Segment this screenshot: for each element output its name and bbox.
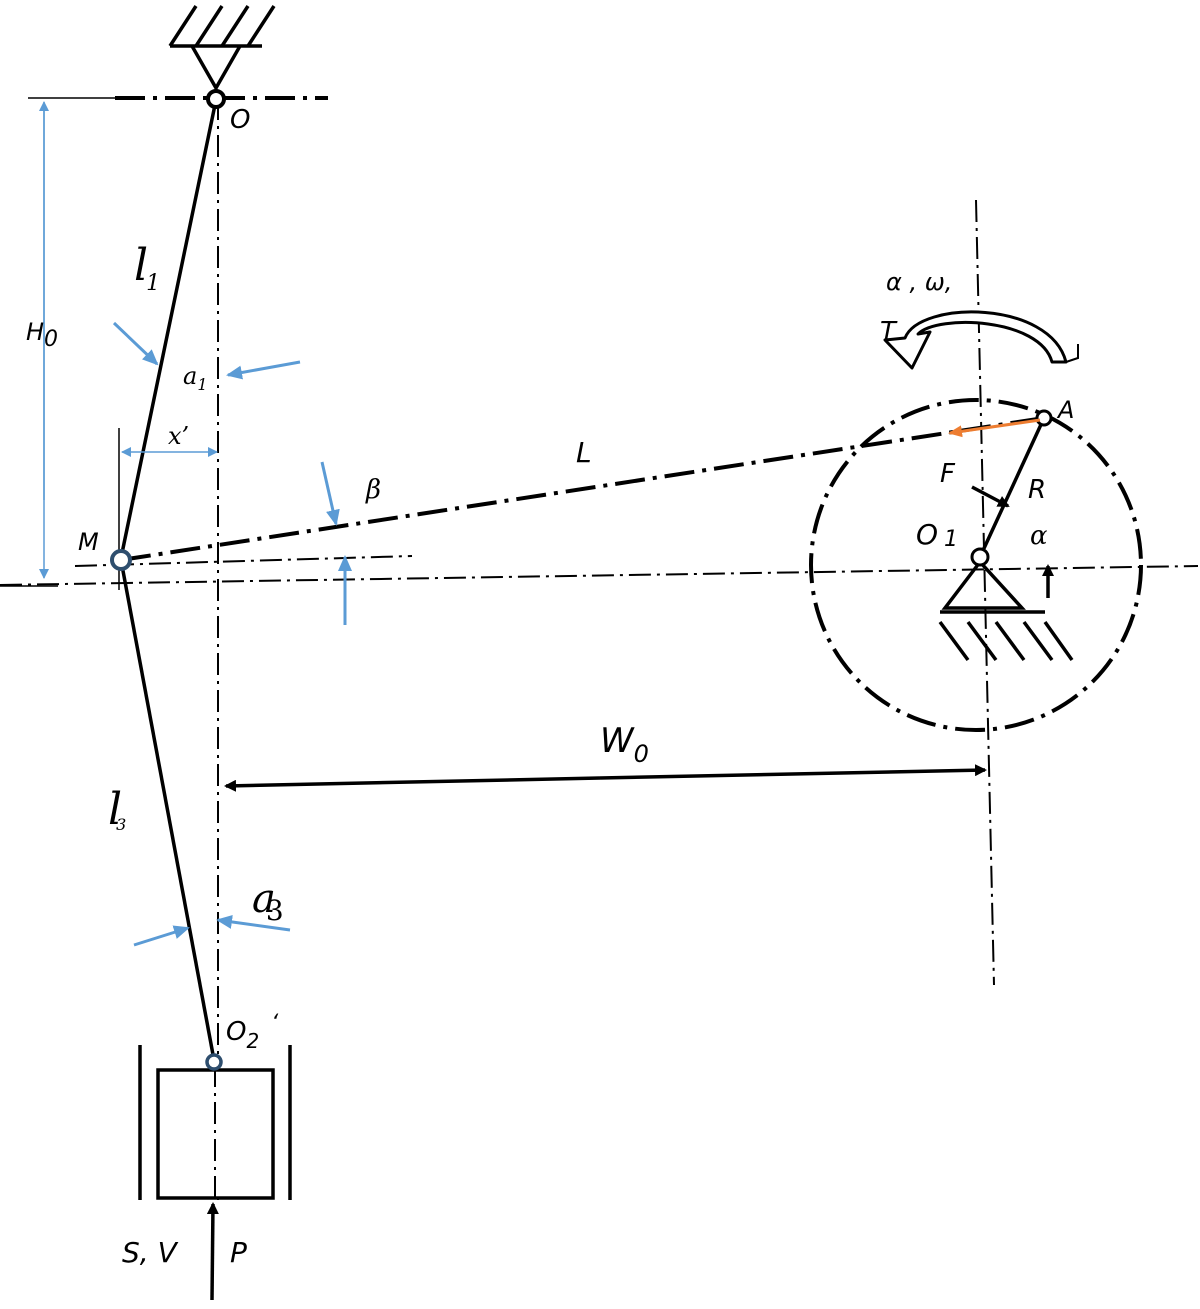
- label-torque: T: [880, 317, 898, 347]
- joint-m: [110, 549, 132, 571]
- pivot-o: [206, 89, 226, 109]
- crank-ground-support: [938, 559, 1074, 662]
- joint-a: [1035, 409, 1053, 427]
- joint-o2: [205, 1053, 223, 1071]
- w0-dimension-line: [224, 776, 601, 792]
- label-h0: H0: [26, 318, 58, 352]
- label-beta: β: [365, 475, 381, 505]
- rotation-arrow: [883, 310, 1079, 370]
- label-l1: l1: [134, 240, 160, 296]
- pivot-o1: [970, 547, 990, 567]
- label-rotation: α , ω,: [886, 268, 952, 296]
- link-l3: [119, 559, 216, 1061]
- label-s-v: S, V: [122, 1236, 179, 1269]
- force-f-arrow: [971, 485, 1010, 508]
- label-o2: O2‘: [226, 1011, 279, 1053]
- a3-arrow-left: [133, 925, 190, 947]
- label-f: F: [940, 459, 956, 489]
- a1-arrow-right: [226, 360, 301, 380]
- link-l1: [119, 99, 218, 559]
- label-alpha: α: [1030, 521, 1048, 551]
- label-a1: a1: [183, 362, 208, 394]
- label-w0: W0: [600, 721, 649, 768]
- crank-path-circle: [809, 398, 1143, 732]
- label-m: M: [78, 528, 99, 556]
- beta-arrow-top: [320, 461, 340, 526]
- reference-line-m: [74, 555, 413, 567]
- a1-arrow-left: [112, 321, 159, 366]
- crank-r: [978, 417, 1046, 558]
- label-l: L: [576, 436, 592, 469]
- top-ground-support: [168, 5, 276, 92]
- label-p: P: [230, 1236, 247, 1269]
- label-a: A: [1056, 396, 1074, 424]
- force-p-arrow: [206, 1202, 219, 1301]
- label-x-prime: x’: [168, 422, 189, 450]
- horizontal-center-line: [0, 565, 1199, 586]
- label-r: R: [1028, 475, 1046, 505]
- force-arrow-orange: [948, 418, 1041, 438]
- label-a3: a3: [252, 876, 284, 927]
- label-l3: l3: [108, 784, 126, 835]
- vertical-center-line-o1: [975, 199, 995, 986]
- a3-arrow-right: [216, 914, 291, 932]
- label-o: O: [230, 105, 250, 135]
- connecting-line-l: [120, 416, 1045, 562]
